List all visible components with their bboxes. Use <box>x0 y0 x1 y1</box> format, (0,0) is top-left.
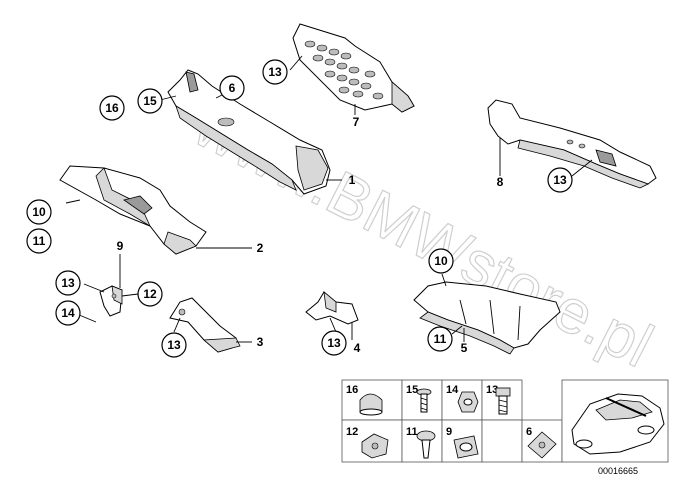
callout-15: 15 <box>137 88 163 114</box>
label-part-9: 9 <box>117 239 124 253</box>
svg-text:13: 13 <box>553 173 567 187</box>
clip-nut-icon <box>361 433 389 459</box>
spring-clip-icon <box>527 431 557 459</box>
callout-10-part5: 10 <box>428 248 454 274</box>
grommet-icon <box>453 435 479 459</box>
screw-icon <box>416 388 432 413</box>
svg-text:10: 10 <box>434 254 448 268</box>
callout-13-part3: 13 <box>161 332 187 358</box>
cap-icon <box>359 393 383 416</box>
legend-num-12: 12 <box>346 426 358 438</box>
part-4-clip[interactable] <box>305 291 359 325</box>
callout-12: 12 <box>137 281 163 307</box>
svg-text:13: 13 <box>61 276 75 290</box>
label-part-2: 2 <box>257 241 264 255</box>
part-7-panel[interactable] <box>292 23 415 113</box>
label-part-5: 5 <box>461 341 468 355</box>
callout-11-left: 11 <box>26 228 52 254</box>
bolt-icon <box>495 387 511 415</box>
part-9-bracket[interactable] <box>99 285 123 317</box>
svg-text:13: 13 <box>167 338 181 352</box>
hex-nut-icon <box>457 391 479 413</box>
callout-6: 6 <box>219 75 245 101</box>
legend-num-6: 6 <box>526 426 532 438</box>
car-silhouette-icon <box>571 393 665 455</box>
callout-13-right: 13 <box>547 167 573 193</box>
part-5-panel[interactable] <box>413 281 561 355</box>
part-3-bracket[interactable] <box>169 297 241 353</box>
label-part-8: 8 <box>497 175 504 189</box>
callout-14: 14 <box>55 300 81 326</box>
callout-13-top: 13 <box>262 59 288 85</box>
svg-text:14: 14 <box>61 306 75 320</box>
svg-text:16: 16 <box>105 101 119 115</box>
fastener-legend: 16 15 14 13 12 11 9 6 <box>341 379 669 463</box>
legend-num-13: 13 <box>486 384 498 396</box>
svg-text:6: 6 <box>229 81 236 95</box>
label-part-4: 4 <box>354 341 361 355</box>
callout-16: 16 <box>99 95 125 121</box>
callout-10-left: 10 <box>26 199 52 225</box>
callout-13-part4: 13 <box>321 330 347 356</box>
label-part-1: 1 <box>349 173 356 187</box>
svg-text:13: 13 <box>268 65 282 79</box>
legend-num-14: 14 <box>446 384 459 396</box>
svg-text:13: 13 <box>327 336 341 350</box>
legend-num-15: 15 <box>406 384 418 396</box>
legend-num-16: 16 <box>346 384 358 396</box>
label-part-3: 3 <box>257 335 264 349</box>
label-part-7: 7 <box>353 115 360 129</box>
svg-text:15: 15 <box>143 94 157 108</box>
callout-11-part5: 11 <box>427 326 453 352</box>
part-8-bracket[interactable] <box>487 99 657 189</box>
legend-num-9: 9 <box>446 426 452 438</box>
callout-13-bracket: 13 <box>55 270 81 296</box>
document-number: 00016665 <box>598 466 638 476</box>
svg-text:12: 12 <box>143 287 157 301</box>
part-2-duct[interactable] <box>59 165 207 255</box>
push-rivet-icon <box>416 430 436 459</box>
svg-text:11: 11 <box>33 234 46 248</box>
svg-text:11: 11 <box>434 332 447 346</box>
svg-text:10: 10 <box>32 205 46 219</box>
part-1-duct[interactable] <box>167 69 331 195</box>
legend-num-11: 11 <box>406 426 418 438</box>
